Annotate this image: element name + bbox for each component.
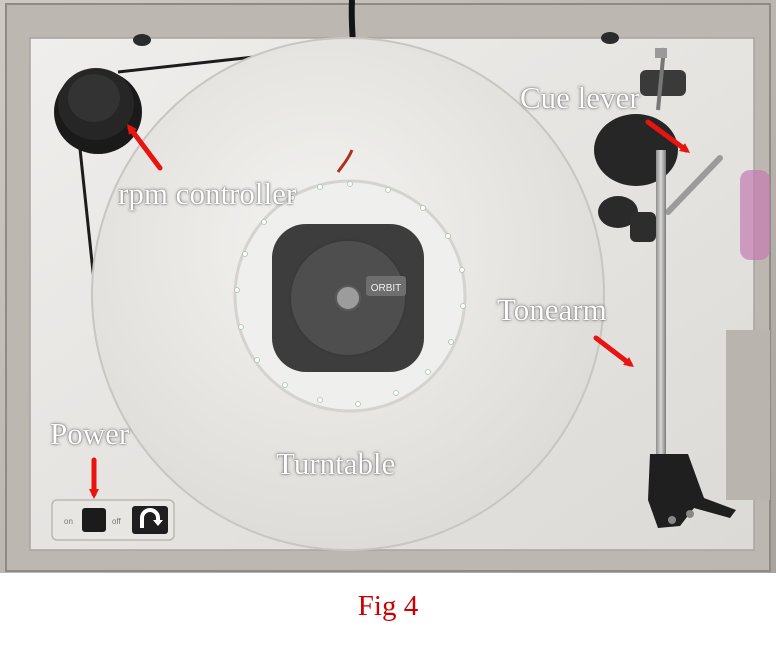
annotation-arrows — [89, 119, 691, 499]
background-object — [726, 330, 770, 500]
tonearm-assembly — [594, 47, 736, 528]
red-wire — [336, 149, 354, 173]
power-switch — [82, 508, 106, 532]
brand-logo-mark — [153, 520, 163, 526]
switch-off-text: off — [112, 517, 122, 526]
led-lights — [234, 181, 466, 407]
figure-caption: Fig 4 — [357, 590, 419, 622]
hinge-knob — [601, 32, 619, 44]
switch-on-text: on — [64, 517, 73, 526]
rpm-controller-label: rpm controller — [118, 176, 297, 211]
turntable-label: Turntable — [276, 446, 396, 481]
cue-lever-label: Cue lever — [520, 80, 640, 115]
hinge-knob — [133, 34, 151, 46]
brand-logo-mark — [140, 508, 160, 528]
brand-badge-text: ORBIT — [371, 283, 402, 294]
spindle — [335, 285, 361, 311]
tonearm-label: Tonearm — [497, 292, 607, 327]
tonearm-arrow — [593, 335, 634, 368]
rpm-arrow — [127, 124, 163, 171]
turntable-photo: ORBIT on off — [0, 0, 776, 573]
power-label: Power — [50, 416, 130, 451]
rpm-pulley-top — [68, 74, 120, 122]
background-object — [740, 170, 770, 260]
cue-lever-arrow — [645, 119, 691, 153]
brand-badge — [366, 276, 406, 296]
